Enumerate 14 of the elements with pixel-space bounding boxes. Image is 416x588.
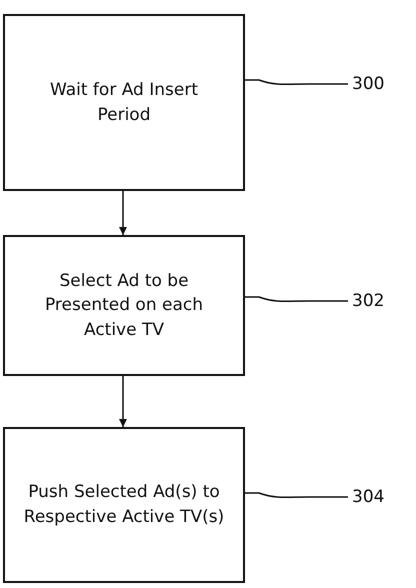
- reference-number: 304: [352, 487, 384, 507]
- leader-line: [245, 492, 348, 498]
- process-box: [3, 14, 245, 191]
- arrow: [119, 191, 127, 235]
- process-box: [3, 235, 245, 376]
- reference-number: 302: [352, 291, 384, 311]
- leader-line: [245, 296, 348, 302]
- step-text: Push Selected Ad(s) to Respective Active TV(s): [22, 481, 226, 529]
- reference-number: 300: [352, 74, 384, 94]
- step-text: Wait for Ad Insert Period: [49, 78, 199, 126]
- leader-line: [245, 79, 348, 86]
- step-text: Select Ad to be Presented on each Active TV: [44, 270, 204, 342]
- process-box: [3, 427, 245, 583]
- arrow: [119, 376, 127, 427]
